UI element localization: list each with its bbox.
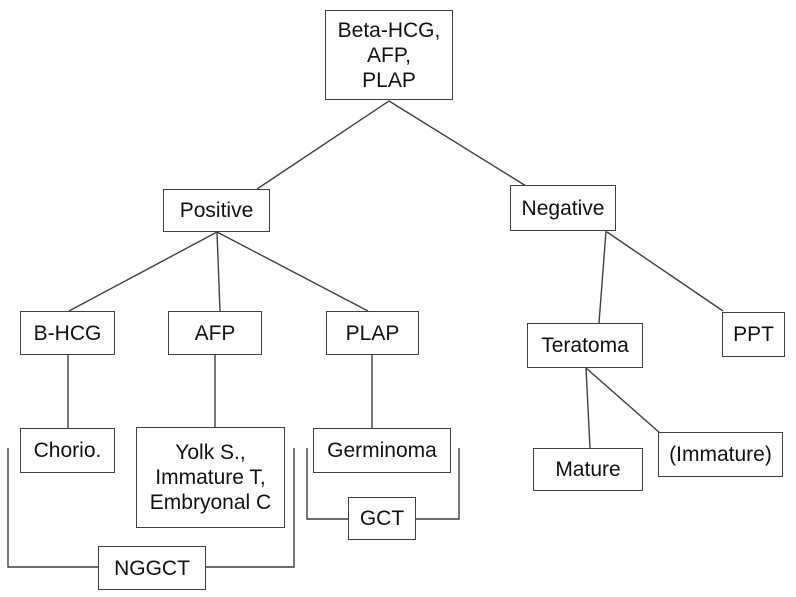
edge-positive-bhcg bbox=[68, 231, 218, 312]
node-teratoma: Teratoma bbox=[527, 323, 643, 368]
node-ppt: PPT bbox=[722, 312, 785, 357]
node-immature: (Immature) bbox=[658, 432, 783, 477]
edge-root-positive bbox=[256, 100, 390, 190]
node-gct: GCT bbox=[348, 497, 416, 540]
edge-teratoma-immature bbox=[585, 367, 661, 434]
edge-bracket-gct-left bbox=[306, 448, 348, 520]
edge-root-negative bbox=[388, 100, 527, 187]
node-plap: PLAP bbox=[326, 311, 419, 355]
edge-positive-plap bbox=[216, 231, 369, 312]
edge-bracket-gct-right bbox=[416, 448, 460, 520]
edge-teratoma-mature bbox=[585, 367, 591, 449]
edge-bracket-nggct-right bbox=[206, 448, 295, 568]
edge-negative-ppt bbox=[606, 231, 724, 312]
node-markers-root: Beta-HCG, AFP, PLAP bbox=[325, 10, 453, 100]
edge-bracket-nggct-left bbox=[7, 448, 98, 568]
edge-negative-teratoma bbox=[598, 230, 607, 324]
node-b-hcg: B-HCG bbox=[20, 311, 115, 355]
node-positive: Positive bbox=[163, 189, 270, 232]
node-mature: Mature bbox=[533, 448, 643, 491]
node-choriocarcinoma: Chorio. bbox=[20, 428, 115, 473]
node-negative: Negative bbox=[510, 185, 616, 231]
node-germinoma: Germinoma bbox=[313, 428, 451, 473]
node-afp: AFP bbox=[168, 311, 262, 355]
edge-positive-afp bbox=[216, 231, 221, 312]
node-nggct: NGGCT bbox=[98, 546, 206, 590]
node-yolk-sac-group: Yolk S., Immature T, Embryonal C bbox=[136, 427, 285, 528]
